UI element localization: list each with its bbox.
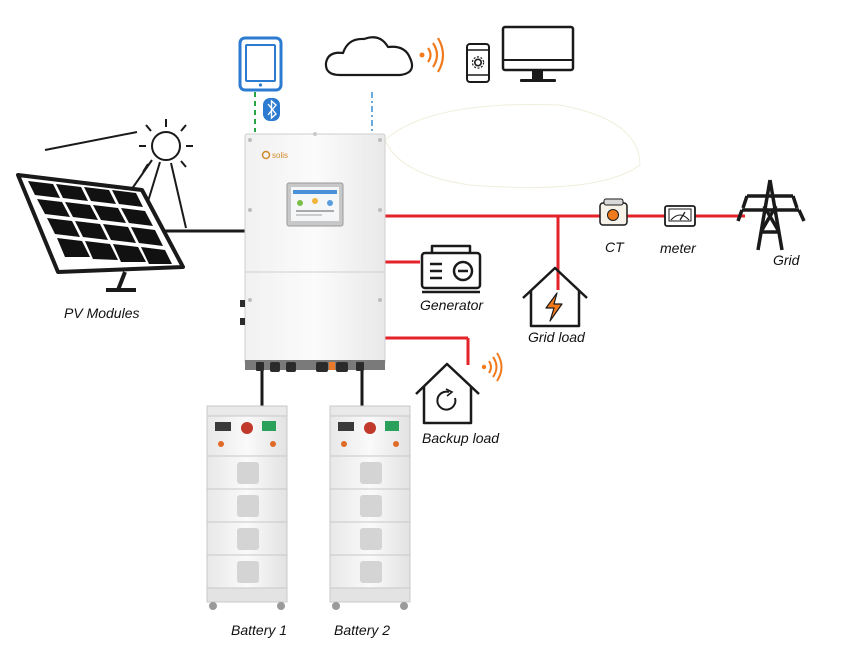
inverter-brand-text: solis <box>272 151 288 160</box>
battery-1-label: Battery 1 <box>231 622 287 638</box>
meter-label: meter <box>660 240 697 256</box>
grid-load-label: Grid load <box>528 329 586 345</box>
hybrid-inverter: solis <box>240 132 386 372</box>
bluetooth-icon <box>263 98 280 121</box>
phone-icon <box>466 43 490 83</box>
sun-icon <box>44 119 193 229</box>
solar-panel-icon <box>16 173 185 292</box>
cloud-icon <box>324 36 414 77</box>
house-bolt-icon <box>522 266 588 328</box>
battery-1 <box>206 405 288 610</box>
brand-logo-icon <box>261 150 271 160</box>
ct-label: CT <box>605 239 625 255</box>
generator-icon <box>420 244 482 294</box>
battery-2-label: Battery 2 <box>334 622 390 638</box>
tablet-icon <box>238 36 283 92</box>
battery-2 <box>329 405 411 610</box>
pv-modules-label: PV Modules <box>64 305 139 321</box>
background-outline <box>384 103 641 188</box>
house-backup-icon <box>415 362 480 425</box>
grid-label: Grid <box>773 252 801 268</box>
generator-label: Generator <box>420 297 484 313</box>
wifi-signal-icon <box>419 37 445 73</box>
backup-load-label: Backup load <box>422 430 500 446</box>
ct-icon <box>599 198 628 226</box>
backup-wifi-signal-icon <box>481 352 503 382</box>
transmission-tower-icon <box>736 179 806 251</box>
monitor-icon <box>501 25 575 82</box>
meter-icon <box>664 205 696 227</box>
